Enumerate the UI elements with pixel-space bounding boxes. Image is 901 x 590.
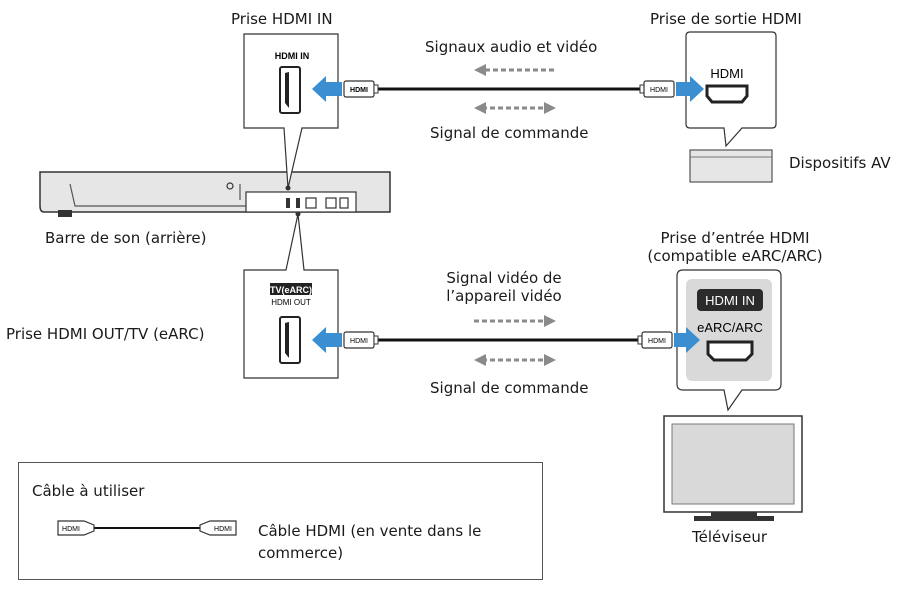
label-prise-sortie-hdmi: Prise de sortie HDMI xyxy=(650,10,802,28)
tv-callout: HDMI IN eARC/ARC xyxy=(676,269,782,412)
top-cable-right-plug xyxy=(643,80,675,98)
hdmi-in-port-icon xyxy=(279,66,301,114)
label-prise-hdmi-in: Prise HDMI IN xyxy=(231,10,333,28)
tv-earc-badge-text: TV(eARC) xyxy=(270,285,312,295)
soundbar-port-panel xyxy=(245,191,357,213)
label-prise-entree-hdmi: Prise d’entrée HDMI (compatible eARC/ARC… xyxy=(642,229,828,265)
legend-left-plug xyxy=(57,520,95,536)
top-cable-left-plug-text: HDMI xyxy=(350,87,368,94)
legend-right-plug-text: HDMI xyxy=(214,526,232,533)
label-prise-entree-line2: (compatible eARC/ARC) xyxy=(647,247,823,265)
hdmi-out-callout: TV(eARC) HDMI OUT xyxy=(243,213,339,379)
legend-cable: HDMI HDMI xyxy=(57,520,237,536)
label-signaux-audio-video: Signaux audio et vidéo xyxy=(425,38,598,56)
label-barre-de-son: Barre de son (arrière) xyxy=(45,229,207,247)
hdmi-out-port-pins xyxy=(285,322,289,358)
bottom-arrow-into-soundbar xyxy=(312,327,342,353)
soundbar-hdmi-port-2 xyxy=(296,198,300,208)
soundbar-optical-port xyxy=(305,197,317,209)
hdmi-in-panel-text: HDMI IN xyxy=(275,51,310,61)
tv-earc-badge xyxy=(270,283,312,295)
legend-title: Câble à utiliser xyxy=(32,482,145,500)
signal-arrows xyxy=(474,68,554,362)
label-signal-commande-bottom: Signal de commande xyxy=(430,379,589,397)
hdmi-in-port-pins xyxy=(285,72,289,108)
legend-cable-desc-line1: Câble HDMI (en vente dans le xyxy=(258,522,482,540)
top-hdmi-cable: HDMI HDMI xyxy=(312,76,704,102)
legend-cable-description: Câble HDMI (en vente dans le commerce) xyxy=(258,520,481,564)
legend-left-plug-text: HDMI xyxy=(62,526,80,533)
soundbar-hdmi-port-1 xyxy=(286,198,290,208)
label-prise-hdmi-out: Prise HDMI OUT/TV (eARC) xyxy=(6,325,205,343)
signal-arrowheads xyxy=(474,64,556,366)
label-prise-entree-line1: Prise d’entrée HDMI xyxy=(660,229,810,247)
label-signal-video-line2: l’appareil vidéo xyxy=(446,287,562,305)
label-signal-commande-top: Signal de commande xyxy=(430,124,589,142)
tv-earc-arc-label: eARC/ARC xyxy=(697,320,763,335)
legend-box xyxy=(18,462,543,580)
tv-hdmi-in-badge-text: HDMI IN xyxy=(705,293,755,308)
label-signal-video-line1: Signal vidéo de xyxy=(446,269,562,287)
av-device-callout: HDMI xyxy=(685,31,777,148)
legend-right-plug xyxy=(199,520,237,536)
av-device xyxy=(689,149,773,183)
tv-hdmi-port-icon xyxy=(706,340,754,362)
soundbar xyxy=(39,171,391,217)
tv xyxy=(663,415,803,521)
bottom-cable-right-plug-text: HDMI xyxy=(648,338,666,345)
soundbar-foot xyxy=(58,210,72,217)
bottom-arrow-into-tv xyxy=(674,327,700,353)
soundbar-mount-hole xyxy=(226,182,234,190)
soundbar-port-3 xyxy=(325,197,337,209)
hdmi-in-callout: HDMI IN xyxy=(243,33,339,189)
hdmi-out-panel-text: HDMI OUT xyxy=(271,298,311,307)
av-device-jack-label: HDMI xyxy=(710,66,743,81)
bottom-cable-right-plug xyxy=(641,331,673,349)
top-arrow-into-av-device xyxy=(676,76,704,102)
bottom-cable-left-plug-text: HDMI xyxy=(350,338,368,345)
top-arrow-into-soundbar xyxy=(312,76,342,102)
bottom-hdmi-cable: HDMI HDMI xyxy=(312,327,700,353)
hdmi-out-port-icon xyxy=(279,316,301,364)
av-device-hdmi-port-icon xyxy=(705,84,749,104)
tv-hdmi-in-badge xyxy=(697,289,763,311)
label-televiseur: Téléviseur xyxy=(692,528,767,546)
legend-cable-desc-line2: commerce) xyxy=(258,544,344,562)
soundbar-port-4 xyxy=(339,197,349,209)
top-cable-right-plug-text: HDMI xyxy=(650,87,668,94)
label-signal-video: Signal vidéo de l’appareil vidéo xyxy=(440,269,568,305)
label-dispositifs-av: Dispositifs AV xyxy=(789,154,891,172)
